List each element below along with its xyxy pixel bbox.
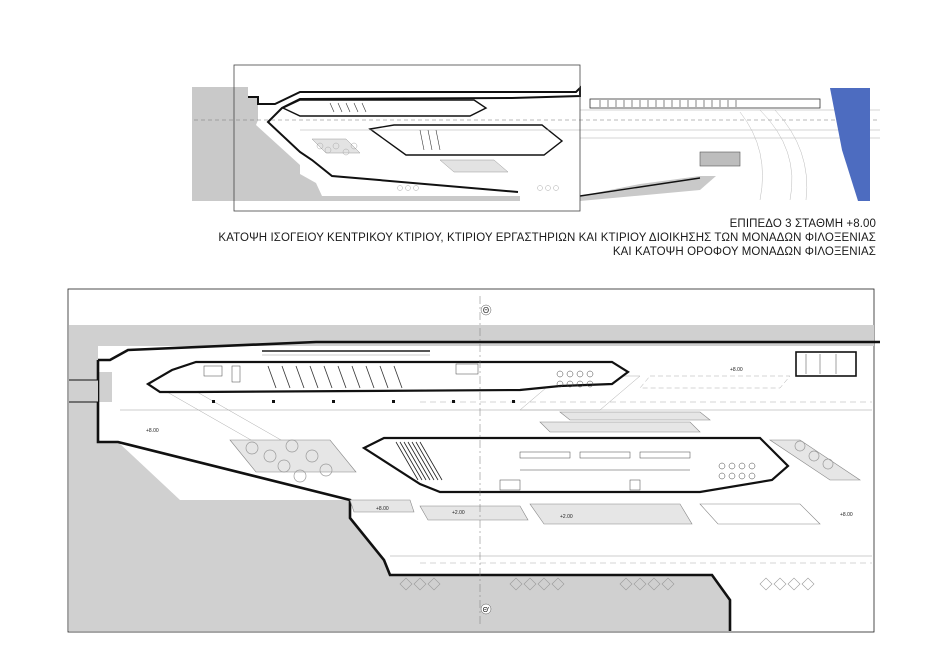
main-building bbox=[145, 360, 630, 394]
planter-bottom-3 bbox=[529, 503, 693, 525]
lab-auditorium bbox=[395, 441, 443, 481]
title-line-3: ΚΑΙ ΚΑΤΟΨΗ ΟΡΟΦΟΥ ΜΟΝΑΔΩΝ ΦΙΛΟΞΕΝΙΑΣ bbox=[612, 246, 876, 258]
title-line-1: ΕΠΙΠΕΔΟ 3 ΣΤΑΘΜΗ +8.00 bbox=[729, 218, 876, 230]
main-building-seating bbox=[267, 365, 403, 389]
key-plan-building-outline bbox=[248, 85, 581, 193]
level-lower-center: +2.00 bbox=[560, 514, 573, 520]
key-plan-frame bbox=[233, 64, 581, 212]
key-plan-strip bbox=[589, 98, 821, 109]
platform-outline bbox=[98, 340, 880, 362]
key-plan-water bbox=[830, 88, 870, 201]
drawing-title: ΕΠΙΠΕΔΟ 3 ΣΤΑΘΜΗ +8.00 ΚΑΤΟΨΗ ΙΣΟΓΕΙΟΥ Κ… bbox=[160, 217, 876, 259]
planter-bottom-2 bbox=[419, 505, 529, 521]
planter-top-right-2 bbox=[559, 411, 711, 421]
title-line-2: ΚΑΤΟΨΗ ΙΣΟΓΕΙΟΥ ΚΕΝΤΡΙΚΟΥ ΚΤΙΡΙΟΥ, ΚΤΙΡΙ… bbox=[218, 232, 876, 244]
key-plan-block bbox=[699, 151, 741, 167]
level-right-road: +8.00 bbox=[730, 367, 743, 373]
level-lower-left: +8.00 bbox=[376, 506, 389, 512]
section-label-bottom: Θ' bbox=[483, 607, 490, 614]
planter-bottom-4 bbox=[699, 503, 821, 525]
planter-top-right bbox=[539, 421, 701, 433]
tree-row bbox=[399, 577, 815, 591]
level-left-plaza: +8.00 bbox=[146, 428, 159, 434]
key-plan-wedge bbox=[580, 176, 716, 201]
key-plan-green-2 bbox=[439, 159, 509, 173]
level-lower-mid: +2.00 bbox=[452, 510, 465, 516]
level-right-lower: +8.00 bbox=[840, 512, 853, 518]
section-label-top: Θ bbox=[483, 306, 489, 315]
platform-outline-left bbox=[96, 360, 732, 631]
key-plan-lab-building bbox=[368, 124, 564, 156]
main-plan: Θ Θ' +8.00 +8.00 +8.00 +8.00 +2.00 +2.00 bbox=[67, 288, 880, 633]
ground-left-field bbox=[69, 346, 730, 631]
key-plan-green-1 bbox=[311, 138, 361, 154]
lab-building bbox=[361, 436, 790, 494]
key-plan bbox=[192, 64, 880, 212]
admin-building bbox=[795, 351, 857, 377]
key-plan-ground bbox=[192, 87, 520, 201]
trees bbox=[245, 439, 834, 483]
planter-bottom-1 bbox=[349, 499, 415, 513]
key-plan-main-building bbox=[281, 99, 488, 117]
planter-right bbox=[769, 439, 861, 481]
